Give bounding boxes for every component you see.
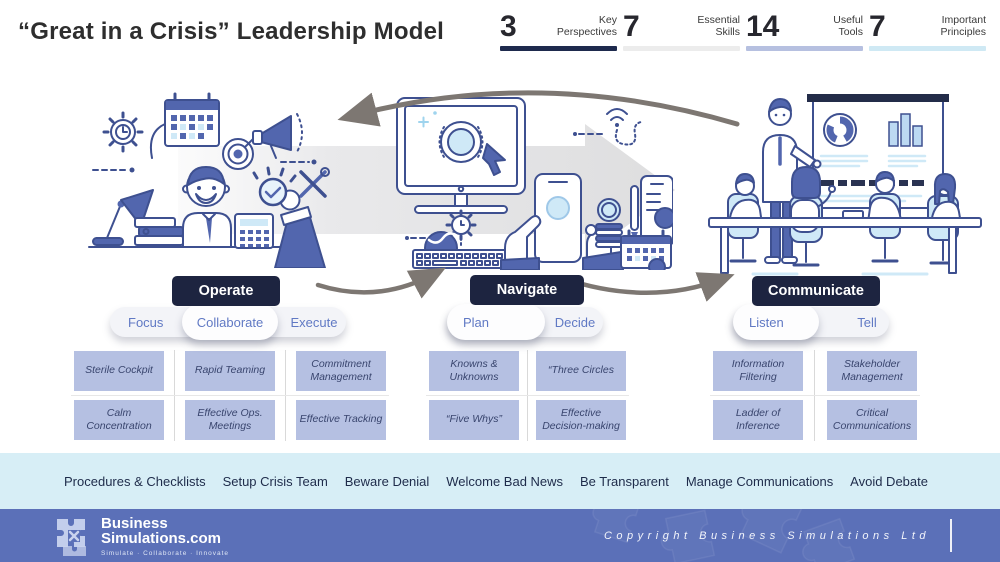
tools-icon xyxy=(299,167,330,198)
principle-beware-denial: Beware Denial xyxy=(344,473,430,489)
step-collaborate: Collaborate xyxy=(182,304,278,340)
skill-calm-concentration: Calm Concentration xyxy=(74,400,164,440)
stat-number: 3 xyxy=(500,10,517,43)
calendar-icon xyxy=(149,92,220,159)
navigate-steps: Plan Decide xyxy=(447,304,603,340)
page-title: “Great in a Crisis” Leadership Model xyxy=(18,18,444,45)
phase-operate: Operate xyxy=(172,276,280,306)
communicate-steps: Listen Tell xyxy=(733,304,889,340)
wifi-icon xyxy=(606,108,642,146)
stat-underline xyxy=(746,46,863,51)
communicate-illustration xyxy=(708,94,982,276)
phase-communicate: Communicate xyxy=(752,276,880,306)
stat-number: 14 xyxy=(746,10,780,43)
footer-divider xyxy=(950,519,952,552)
gear-clock-icon xyxy=(102,111,144,153)
seated-person-4 xyxy=(930,173,962,225)
keyboard-icon xyxy=(412,249,510,269)
step-tell: Tell xyxy=(857,314,877,330)
operate-skills: Sterile Cockpit Rapid Teaming Commitment… xyxy=(71,350,389,441)
pen-icon xyxy=(630,185,639,240)
stat-underline xyxy=(623,46,740,51)
operate-illustration xyxy=(88,92,330,268)
principle-avoid-debate: Avoid Debate xyxy=(850,473,928,489)
skill-effective-decision-making: Effective Decision-making xyxy=(536,400,626,440)
principles-band: Procedures & Checklists Setup Crisis Tea… xyxy=(0,453,1000,509)
puzzle-logo-icon xyxy=(57,519,86,556)
skill-rapid-teaming: Rapid Teaming xyxy=(185,351,275,391)
stat-number: 7 xyxy=(623,10,640,43)
principle-be-transparent: Be Transparent xyxy=(579,473,669,489)
navigate-skills: Knowns & Unknowns “Three Circles “Five W… xyxy=(426,350,629,441)
brand-line2: Simulations.com xyxy=(101,530,222,548)
principle-manage-communications: Manage Communications xyxy=(685,473,834,489)
operate-steps: Focus Collaborate Execute xyxy=(110,304,346,340)
puzzle-pattern-decoration xyxy=(592,509,856,562)
skill-critical-communications: Critical Communications xyxy=(827,400,917,440)
step-focus: Focus xyxy=(128,314,164,330)
skill-ladder-of-inference: Ladder of Inference xyxy=(713,400,803,440)
step-plan: Plan xyxy=(447,304,545,340)
step-decide: Decide xyxy=(554,314,596,330)
copyright-text: Copyright Business Simulations Ltd xyxy=(603,529,930,542)
skill-five-whys: “Five Whys” xyxy=(429,400,519,440)
skill-effective-ops-meetings: Effective Ops. Meetings xyxy=(185,400,275,440)
skill-knowns-unknowns: Knowns & Unknowns xyxy=(429,351,519,391)
communicate-skills: Information Filtering Stakeholder Manage… xyxy=(710,350,920,441)
skill-sterile-cockpit: Sterile Cockpit xyxy=(74,351,164,391)
calendar-icon xyxy=(620,229,672,270)
stat-underline xyxy=(869,46,986,51)
brand-tagline: Simulate · Collaborate · Innovate xyxy=(101,549,230,557)
principle-welcome-bad-news: Welcome Bad News xyxy=(446,473,564,489)
stat-number: 7 xyxy=(869,10,886,43)
skill-information-filtering: Information Filtering xyxy=(713,351,803,391)
skill-commitment-management: Commitment Management xyxy=(296,351,386,391)
books-stack-icon xyxy=(134,217,184,246)
skill-effective-tracking: Effective Tracking xyxy=(296,400,386,440)
skill-three-circles: “Three Circles xyxy=(536,351,626,391)
person-at-desk xyxy=(182,166,232,248)
calculator-icon xyxy=(234,213,274,249)
brand-logo: Business Simulations.com Simulate · Coll… xyxy=(55,516,229,558)
seated-person-3 xyxy=(867,171,902,223)
skill-stakeholder-management: Stakeholder Management xyxy=(827,351,917,391)
desk-lamp-icon xyxy=(92,189,154,246)
meeting-table xyxy=(708,210,982,276)
gear-clock-icon xyxy=(445,209,477,247)
step-listen: Listen xyxy=(733,304,819,340)
footer: Business Simulations.com Simulate · Coll… xyxy=(0,509,1000,562)
phase-navigate: Navigate xyxy=(470,275,584,305)
magnifier-hand xyxy=(252,166,326,268)
step-execute: Execute xyxy=(290,314,338,330)
monitor-icon xyxy=(396,97,526,214)
stat-underline xyxy=(500,46,617,51)
megaphone-icon xyxy=(252,113,303,159)
principle-procedures-checklists: Procedures & Checklists xyxy=(64,473,206,489)
principle-setup-crisis-team: Setup Crisis Team xyxy=(222,473,328,489)
hands-phone xyxy=(500,173,624,270)
coins-icon xyxy=(595,198,623,248)
navigate-illustration xyxy=(396,97,673,270)
brand-line1: Business xyxy=(101,515,168,532)
